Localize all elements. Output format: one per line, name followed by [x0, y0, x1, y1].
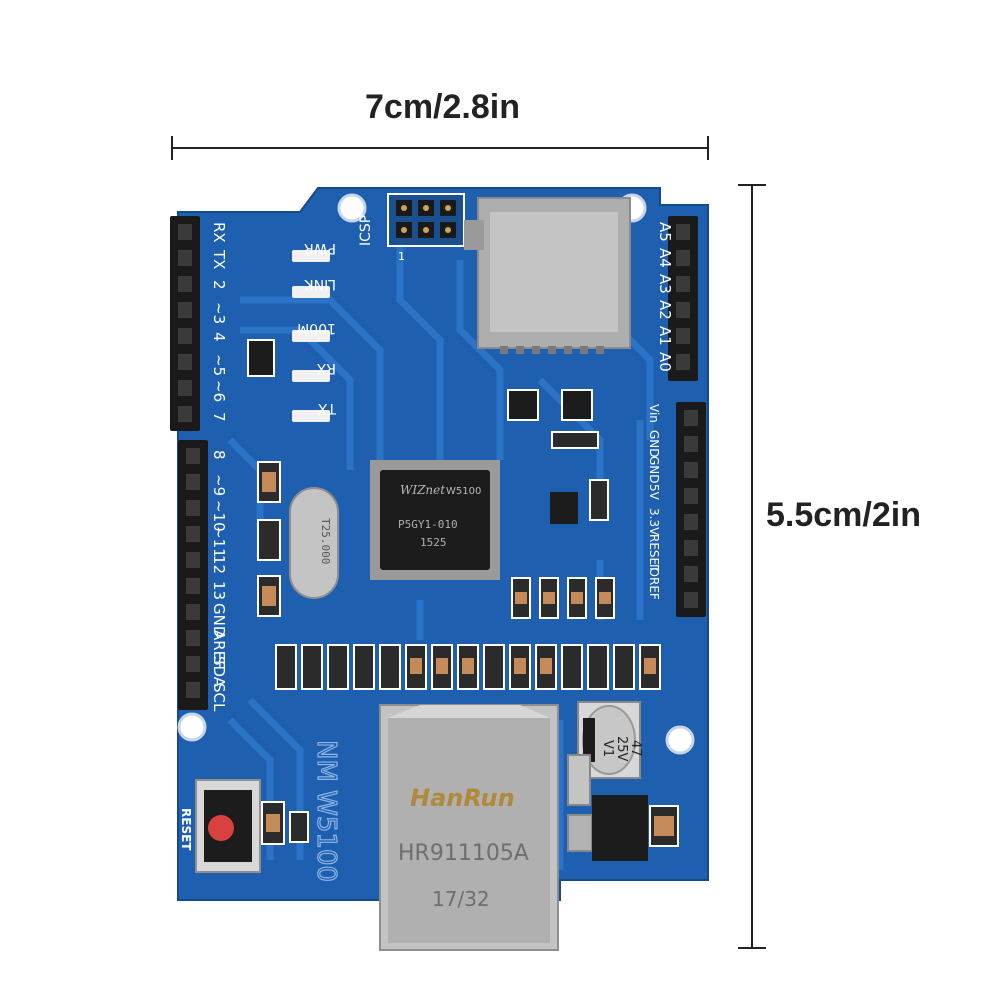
pin-label: ~5 [210, 354, 228, 376]
pin-label: 7 [210, 412, 228, 422]
left-digital-header-lower [178, 440, 208, 710]
led-label: TX [317, 400, 337, 416]
pin-label: A0 [656, 352, 674, 372]
ethernet-jack: HanRun HR911105A 17/32 [379, 704, 559, 951]
pin-label: 13 [210, 581, 228, 600]
pin-label: ~10 [210, 500, 228, 532]
crystal-label: T25.000 [319, 518, 332, 564]
capacitor-line2: 25V [614, 736, 629, 762]
jack-model: HR911105A [398, 841, 529, 866]
pin-label: 5V [647, 484, 661, 501]
electrolytic-capacitor: 47 25V V1 [577, 701, 643, 779]
right-analog-labels: A5 A4 A3 A2 A1 A0 [656, 222, 674, 372]
capacitor-line1: 47 [628, 740, 643, 757]
led-label: PWR [304, 240, 336, 256]
status-leds: PWR LINK 100M RX TX [292, 240, 337, 422]
icsp-pin-marker: 1 [398, 250, 405, 263]
pin-label: ~11 [210, 526, 228, 558]
chip-line2: P5GY1-010 [398, 518, 458, 531]
right-analog-header [668, 216, 698, 381]
reset-label: RESET [179, 808, 193, 851]
icsp-header: ICSP 1 [358, 193, 465, 263]
pin-label: ~6 [210, 380, 228, 402]
height-dimension-line [738, 184, 766, 949]
pin-label: GND [647, 430, 661, 458]
height-dimension-label: 5.5cm/2in [766, 496, 921, 534]
mounting-holes [177, 193, 695, 755]
pin-label: 4 [210, 332, 228, 342]
left-pin-labels: RX TX 2 ~3 4 ~5 ~6 7 8 ~9 ~10 ~11 12 13 … [210, 222, 228, 712]
pin-label: ~3 [210, 302, 228, 324]
chip-brand: WIZnet [400, 483, 445, 497]
width-dimension-label: 7cm/2.8in [365, 88, 520, 126]
voltage-regulator [567, 754, 679, 861]
resistor-row [275, 644, 661, 690]
right-power-header [676, 402, 706, 617]
crystal-oscillator: T25.000 [289, 487, 339, 599]
jack-date-code: 17/32 [432, 887, 490, 911]
smd-components-bottom-left [261, 801, 309, 845]
icsp-label: ICSP [358, 215, 374, 246]
pin-label: A3 [656, 274, 674, 294]
pin-label: A1 [656, 326, 674, 346]
pin-label: SCL [210, 683, 228, 712]
pin-label: A5 [656, 222, 674, 242]
led-label: RX [316, 360, 336, 376]
chip-model: W5100 [446, 486, 481, 497]
led-label: LINK [304, 276, 336, 292]
pin-label: RESET [647, 534, 661, 573]
pin-label: GND [647, 456, 661, 484]
capacitor-line3: V1 [600, 740, 615, 757]
chip-line3: 1525 [420, 536, 447, 549]
pin-label: Vin [647, 404, 661, 423]
pin-label: TX [210, 249, 228, 269]
pin-label: 2 [210, 280, 228, 290]
pin-label: SDA [210, 656, 228, 688]
smd-components-right [507, 389, 615, 619]
pin-label: GND [210, 603, 228, 637]
board-name: NM W5100 [311, 740, 341, 882]
pin-label: ~9 [210, 474, 228, 496]
jack-brand: HanRun [410, 784, 515, 812]
reset-button[interactable]: RESET [179, 779, 261, 873]
capacitor-pads [410, 658, 656, 674]
pin-label: A2 [656, 300, 674, 320]
pin-label: AREF [210, 630, 228, 669]
led-label: 100M [297, 320, 336, 336]
right-power-labels: Vin GND GND 5V 3.3V RESET IOREF [647, 404, 661, 600]
microsd-slot [464, 197, 631, 354]
left-digital-header-upper [170, 216, 200, 431]
smd-components-left [247, 339, 281, 617]
pin-label: 3.3V [647, 508, 661, 536]
pin-label: 12 [210, 555, 228, 574]
pin-label: A4 [656, 248, 674, 268]
pin-label: RX [210, 222, 228, 243]
w5100-chip: WIZnet W5100 P5GY1-010 1525 [370, 460, 500, 580]
width-dimension-line [171, 136, 709, 160]
pin-label: IOREF [647, 564, 661, 600]
pin-label: 8 [210, 450, 228, 460]
